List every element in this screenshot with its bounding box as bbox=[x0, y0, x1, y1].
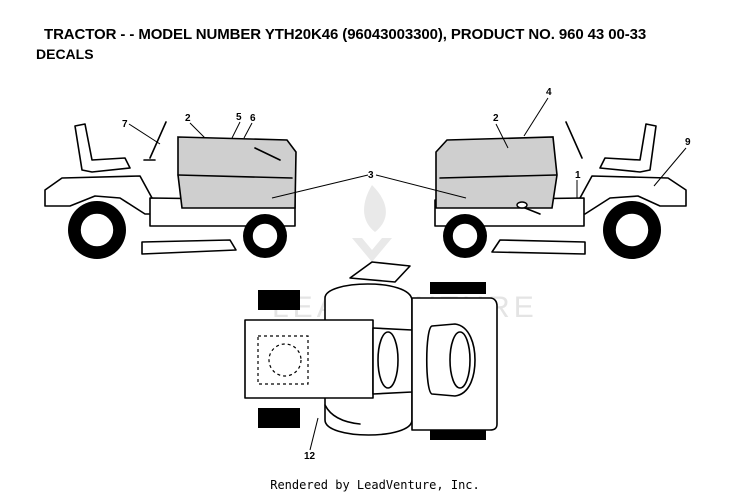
section-title: DECALS bbox=[36, 46, 94, 62]
callout-7: 7 bbox=[122, 119, 128, 130]
callout-4: 4 bbox=[546, 87, 552, 98]
callout-2-right: 2 bbox=[493, 113, 499, 124]
tractor-left-side-view bbox=[44, 121, 297, 259]
tractor-top-view bbox=[244, 261, 498, 440]
page-title: TRACTOR - - MODEL NUMBER YTH20K46 (96043… bbox=[44, 26, 647, 43]
callout-3: 3 bbox=[368, 170, 374, 181]
callout-1: 1 bbox=[575, 170, 581, 181]
callout-labels: 7 2 5 6 3 4 2 9 1 12 bbox=[122, 87, 691, 462]
callout-2-left: 2 bbox=[185, 113, 191, 124]
callout-9: 9 bbox=[685, 137, 691, 148]
footer-credit: Rendered by LeadVenture, Inc. bbox=[270, 478, 480, 492]
callout-5: 5 bbox=[236, 112, 242, 123]
tractor-right-side-view bbox=[434, 121, 687, 259]
callout-6: 6 bbox=[250, 113, 256, 124]
callout-12: 12 bbox=[304, 451, 316, 462]
